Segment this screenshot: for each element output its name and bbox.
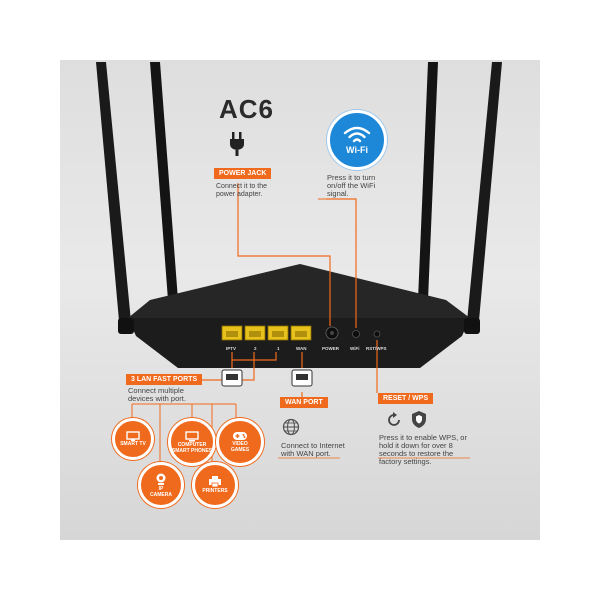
lan-ports-description: Connect multiple devices with port.: [128, 386, 186, 403]
router-face: [128, 318, 470, 368]
lan-tag-line: [196, 360, 255, 381]
port-label-power: POWER: [322, 346, 340, 351]
reset-icon: [388, 412, 400, 426]
model-title: AC6: [219, 94, 275, 124]
port-label-2: 2: [254, 346, 257, 351]
ethernet-plug-icon-wan: [291, 369, 313, 387]
wifi-badge-label: Wi-Fi: [346, 144, 368, 155]
antenna-left-outer: [96, 62, 132, 332]
port-label-1: 1: [277, 346, 280, 351]
reset-wps-description: Press it to enable WPS, or hold it down …: [379, 433, 467, 466]
computer-icon: [185, 430, 199, 442]
port-label-rst: RST/WPS: [366, 346, 387, 351]
gamepad-icon: [233, 432, 247, 440]
power-jack-tag: POWER JACK: [214, 168, 272, 179]
ethernet-plug-icon-lan: [221, 369, 243, 387]
device-video-games: VIDEO GAMES: [216, 418, 264, 466]
wifi-connector-line: [326, 198, 357, 328]
wifi-button-hole: [352, 330, 360, 338]
wifi-badge: Wi-Fi: [327, 110, 387, 170]
plug-icon: [230, 132, 244, 156]
wifi-icon: [343, 126, 371, 142]
globe-icon: [282, 418, 300, 436]
power-jack-description: Connect it to the power adapter.: [216, 183, 267, 198]
router-top: [128, 264, 470, 318]
antenna-right-inner: [418, 62, 438, 300]
lan-ports-tag: 3 LAN FAST PORTS: [126, 374, 203, 385]
antenna-right-outer: [466, 62, 502, 332]
rst-button-hole: [373, 330, 381, 338]
device-ip-camera: IP CAMERA: [138, 462, 184, 508]
antenna-left-inner: [150, 62, 178, 300]
wan-port-tag: WAN PORT: [280, 397, 328, 408]
reset-wps-tag: RESET / WPS: [378, 393, 434, 404]
tv-icon: [126, 431, 140, 441]
power-connector-line: [237, 183, 331, 326]
antenna-base-right: [464, 318, 480, 334]
port-label-wifi: WiFi: [350, 346, 360, 351]
wan-port-description: Connect to Internet with WAN port.: [281, 441, 345, 458]
port-label-wan: WAN: [296, 346, 307, 351]
shield-icon: [412, 411, 426, 428]
antenna-base-left: [118, 318, 134, 334]
device-printers: PRINTERS: [192, 462, 238, 508]
wifi-description: Press it to turn on/off the WiFi signal.: [327, 173, 376, 198]
port-label-iptv: IPTV: [226, 346, 237, 351]
camera-icon: [156, 473, 166, 485]
printer-icon: [209, 476, 221, 488]
device-smart-tv: SMART TV: [112, 418, 154, 460]
device-computer: COMPUTER SMART PHONES: [168, 418, 216, 466]
